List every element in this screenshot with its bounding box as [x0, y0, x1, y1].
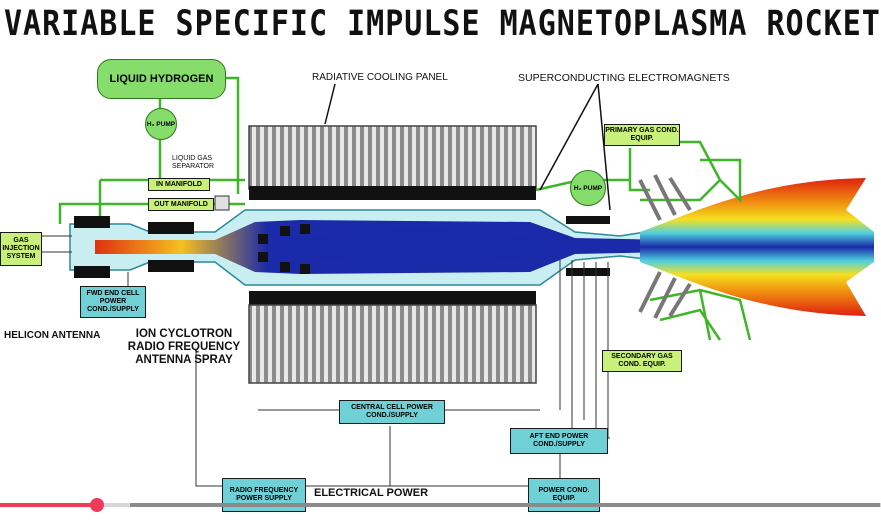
video-progress-fill [0, 503, 97, 507]
fwd-magnet-block [148, 222, 194, 234]
ion-cyclotron-label: ION CYCLOTRON RADIO FREQUENCY ANTENNA SP… [127, 328, 241, 366]
in-manifold-box: IN MANIFOLD [148, 178, 210, 191]
out-manifold-box: OUT MANIFOLD [148, 198, 214, 211]
antenna-block [300, 224, 310, 234]
liquid-gas-separator-label: LIQUID GAS SEPARATOR [172, 155, 215, 170]
video-buffered-bar [130, 503, 880, 507]
in-manifold-label: IN MANIFOLD [156, 180, 202, 188]
power-cond-label: POWER COND. EQUIP. [538, 487, 590, 502]
helicon-antenna-label: HELICON ANTENNA [4, 330, 101, 341]
liquid-hydrogen-label: LIQUID HYDROGEN [109, 73, 214, 85]
fwd-end-cell-label: FWD END CELL POWER COND./SUPPLY [86, 290, 140, 313]
aft-magnet-top [566, 216, 610, 224]
aft-magnet-bottom [566, 268, 610, 276]
primary-gas-label: PRIMARY GAS COND. EQUIP. [605, 127, 679, 142]
gas-injection-box: GAS INJECTION SYSTEM [0, 232, 42, 266]
antenna-block [258, 234, 268, 244]
video-scrub-handle[interactable] [89, 498, 104, 512]
fwd-end-cell-box: FWD END CELL POWER COND./SUPPLY [80, 286, 146, 318]
h2-pump-right-label: H₂ PUMP [573, 184, 603, 192]
out-manifold-label: OUT MANIFOLD [154, 200, 208, 208]
leader-lines [324, 83, 611, 211]
secondary-gas-box: SECONDARY GAS COND. EQUIP. [602, 350, 682, 372]
central-cell-box: CENTRAL CELL POWER COND./SUPPLY [339, 400, 445, 424]
secondary-gas-label: SECONDARY GAS COND. EQUIP. [611, 353, 673, 368]
rf-power-supply-label: RADIO FREQUENCY POWER SUPPLY [229, 487, 299, 502]
antenna-block [280, 262, 290, 272]
power-wiring [40, 235, 610, 487]
helicon-block-bottom [74, 266, 110, 278]
antenna-block [258, 252, 268, 262]
h2-pump-top-label: H₂ PUMP [146, 120, 176, 128]
diagram-title: VARIABLE SPECIFIC IMPULSE MAGNETOPLASMA … [4, 4, 881, 45]
liquid-hydrogen-tank: LIQUID HYDROGEN [97, 59, 226, 99]
h2-pump-right: H₂ PUMP [570, 170, 606, 206]
helicon-block-top [74, 216, 110, 228]
radiative-cooling-label: RADIATIVE COOLING PANEL [312, 72, 448, 83]
exhaust-plume [640, 178, 874, 316]
central-cell-label: CENTRAL CELL POWER COND./SUPPLY [351, 404, 433, 419]
separator-device [214, 195, 230, 211]
gas-injection-label: GAS INJECTION SYSTEM [2, 237, 40, 260]
electrical-power-label: ELECTRICAL POWER [314, 487, 429, 499]
magnet-band-top [249, 186, 536, 200]
aft-end-label: AFT END POWER COND./SUPPLY [529, 433, 589, 448]
plume-struts [638, 174, 692, 319]
aft-end-box: AFT END POWER COND./SUPPLY [510, 428, 608, 454]
antenna-block [300, 264, 310, 274]
h2-pump-top: H₂ PUMP [145, 108, 177, 140]
fwd-magnet-block-lower [148, 260, 194, 272]
antenna-block [280, 226, 290, 236]
plasma-glow [290, 229, 550, 265]
superconducting-label: SUPERCONDUCTING ELECTROMAGNETS [518, 72, 730, 84]
magnet-band-bottom [249, 291, 536, 305]
cooling-panel-bottom [248, 304, 537, 384]
cooling-panel-top [248, 125, 537, 190]
primary-gas-box: PRIMARY GAS COND. EQUIP. [604, 124, 680, 146]
